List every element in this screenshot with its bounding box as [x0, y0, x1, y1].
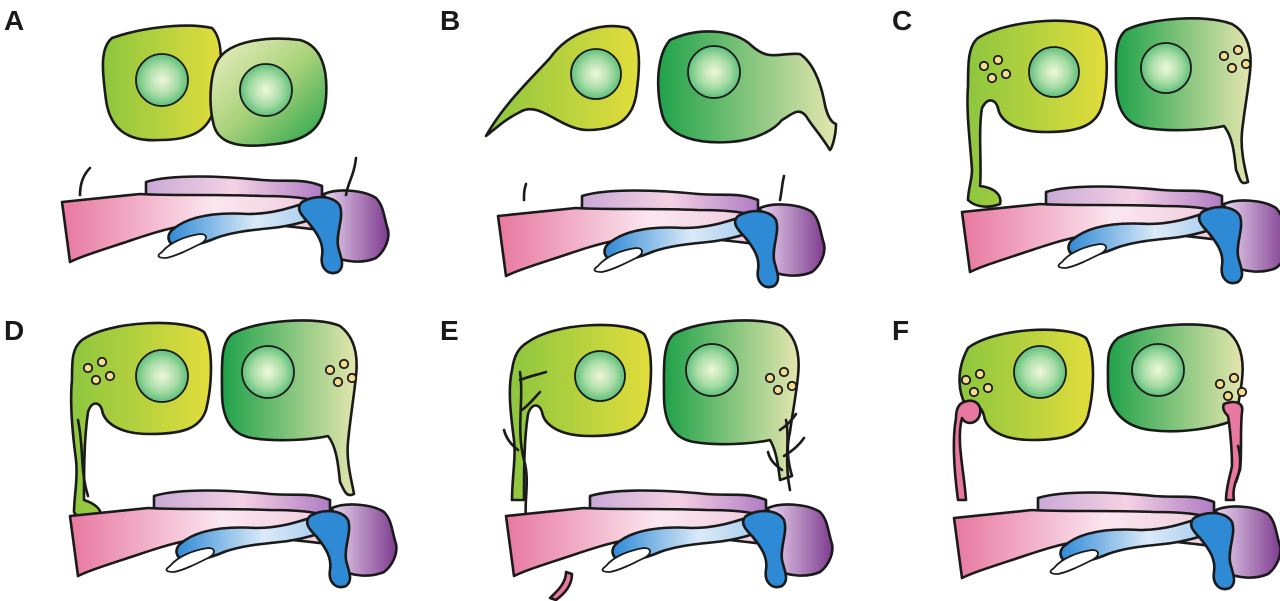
- nucleus-right: [239, 63, 293, 117]
- cell-right: [1114, 17, 1252, 185]
- panel-d: D: [4, 315, 398, 589]
- panel-label-a: A: [4, 5, 24, 36]
- base-complex: [496, 189, 826, 289]
- panel-f: F: [892, 315, 1280, 591]
- panel-label-d: D: [4, 315, 24, 346]
- base-complex: [960, 185, 1280, 285]
- panel-a: A: [4, 5, 390, 275]
- cell-right: [656, 30, 838, 152]
- cell-left: [508, 323, 653, 502]
- cell-right: [662, 319, 800, 482]
- base-complex: [952, 491, 1280, 591]
- panel-label-e: E: [440, 315, 459, 346]
- panel-label-b: B: [440, 5, 460, 36]
- nucleus-left: [135, 53, 189, 107]
- cell-left: [966, 19, 1109, 208]
- panel-label-c: C: [892, 5, 912, 36]
- base-complex: [504, 489, 834, 589]
- panel-c: C: [892, 5, 1280, 285]
- cell-left: [69, 321, 213, 520]
- panel-e: E: [440, 315, 834, 601]
- base-complex: [68, 489, 398, 589]
- panel-b: B: [440, 5, 838, 289]
- base-complex: [60, 175, 390, 275]
- panel-label-f: F: [892, 315, 909, 346]
- cell-right: [220, 319, 358, 497]
